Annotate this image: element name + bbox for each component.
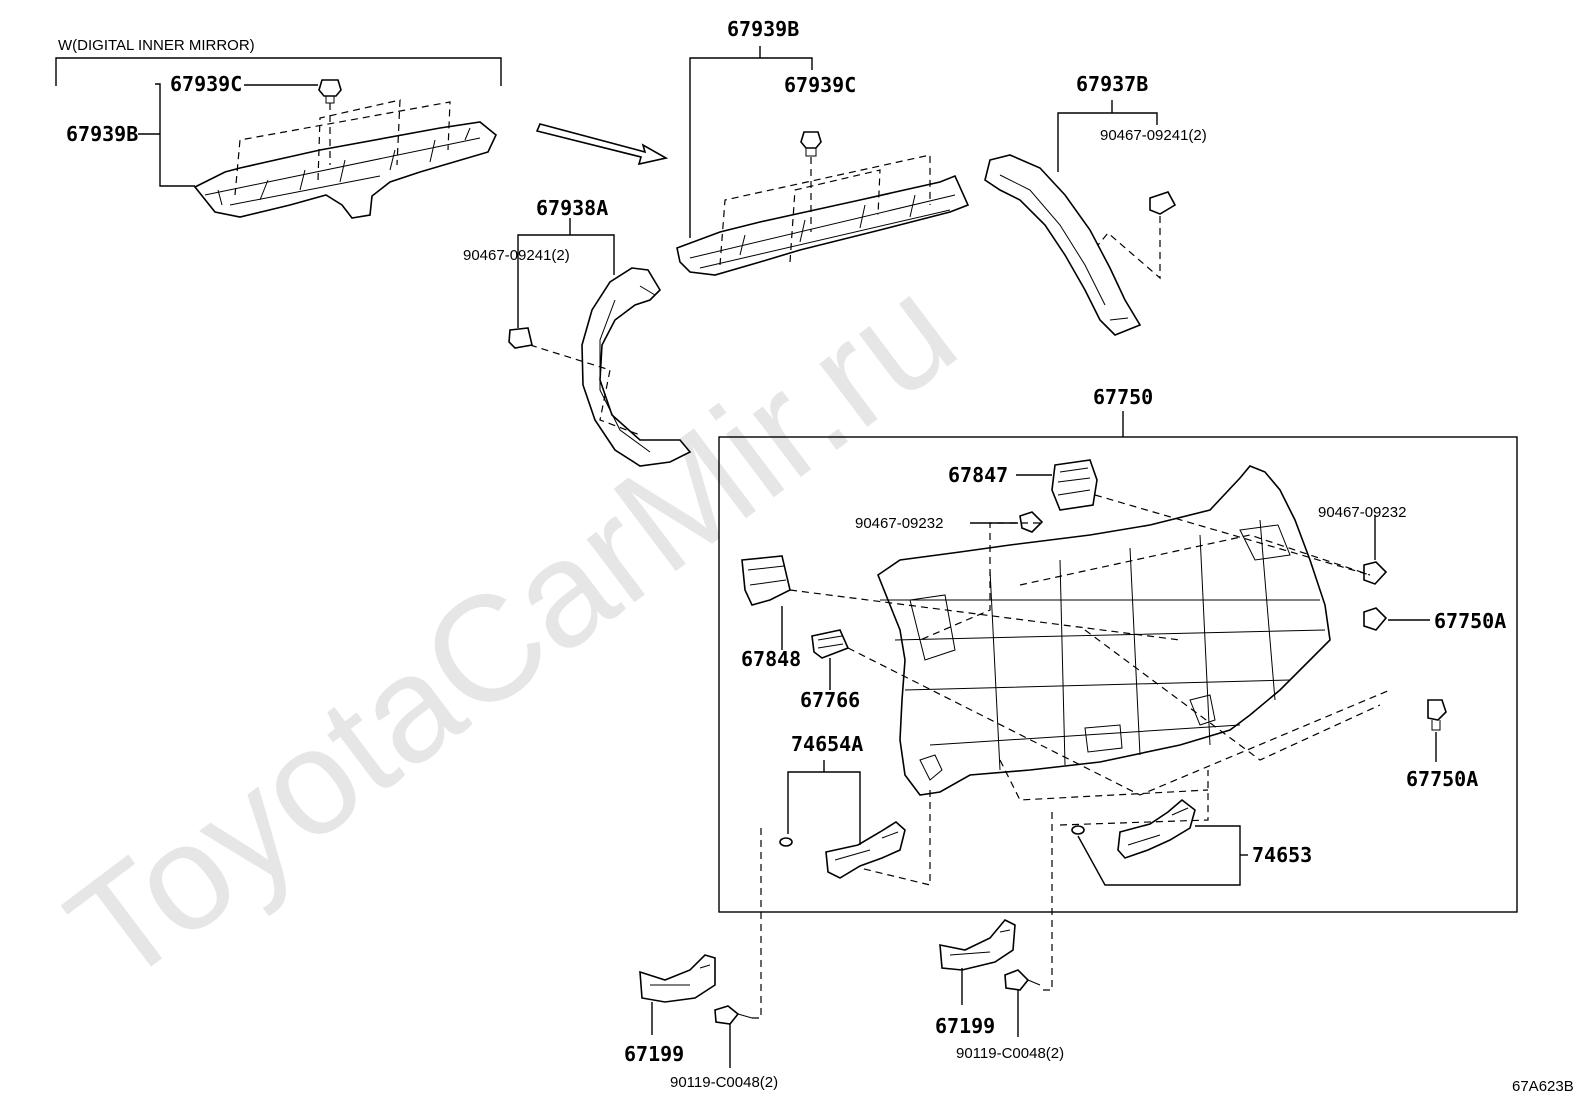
bracket-67199-left [639,954,716,1003]
label-67847: 67847 [948,463,1008,487]
clip-90467-09232-right [1363,561,1388,585]
variant-note: W(DIGITAL INNER MIRROR) [58,37,255,54]
pillar-trim-67938A [581,267,692,467]
label-67750A-bottom: 67750A [1406,767,1478,791]
assembly-box-67750 [718,436,1518,913]
clip-67750A-right [1363,607,1388,631]
bolt-90119-right [1004,969,1041,991]
bolt-90119-left [714,1005,753,1025]
label-67939C-left: 67939C [170,72,242,96]
bracket-67199-right [939,919,1016,971]
variant-digital-mirror-group: W(DIGITAL INNER MIRROR) [55,37,502,86]
label-67937B: 67937B [1076,72,1148,96]
leaders-67939B [689,46,931,266]
label-90467-09241-left: 90467-09241(2) [463,247,570,264]
label-67199-left: 67199 [624,1042,684,1066]
label-90119-right: 90119-C0048(2) [956,1045,1064,1062]
label-90467-09232-left: 90467-09232 [855,515,943,532]
cover-67847 [1051,459,1098,511]
dashed-leaders-main [789,494,1391,886]
trim-panel-67939B [676,174,970,276]
diagram-code: 67A623B [1512,1078,1574,1095]
trim-panel-67939B-variant [193,121,497,219]
clip-90467-09241-right [1149,191,1177,215]
cover-67848 [741,555,791,606]
arrow-icon [535,123,669,166]
label-67939B-top: 67939B [727,17,799,41]
cover-67766 [811,629,850,659]
clip-90467-09241-left [508,327,533,349]
clip-90467-09232-left [1019,511,1044,533]
leaders-variant [138,83,451,196]
handle-74653 [1071,798,1196,859]
label-67939C-mid: 67939C [784,73,856,97]
label-74654A: 74654A [791,732,863,756]
label-90467-09232-right: 90467-09232 [1318,504,1406,521]
pillar-trim-67937B [984,154,1142,336]
clip-67939C-variant [318,79,342,104]
label-67750: 67750 [1093,385,1153,409]
clip-67939C [800,131,822,157]
label-67199-right: 67199 [935,1014,995,1038]
label-67750A-right: 67750A [1434,609,1506,633]
handle-74654A [779,821,906,879]
label-67766: 67766 [800,688,860,712]
leaders-67937B [1057,100,1161,280]
leaders-67938A [517,218,641,436]
clip-67750A-bottom [1427,699,1447,731]
label-67939B-left: 67939B [66,122,138,146]
label-67848: 67848 [741,647,801,671]
label-90119-left: 90119-C0048(2) [670,1074,778,1091]
label-67938A: 67938A [536,196,608,220]
watermark-text: ToyotaCarMir.ru [38,244,985,1015]
label-90467-09241-right: 90467-09241(2) [1100,127,1207,144]
label-74653: 74653 [1252,843,1312,867]
